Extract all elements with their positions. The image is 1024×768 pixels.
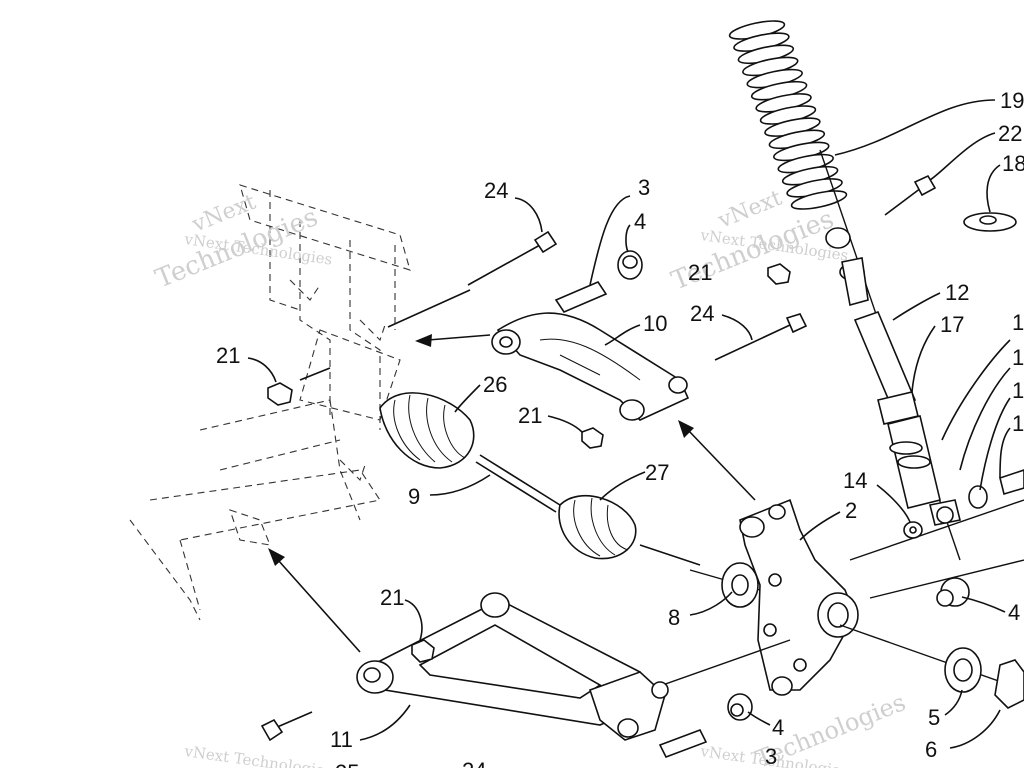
upper-a-arm [491, 312, 690, 421]
hub-nut [994, 659, 1024, 709]
wheel-bearing [944, 647, 982, 693]
callout-2: 2 [845, 498, 857, 523]
callout-21-lower: 21 [380, 585, 404, 610]
callout-22: 22 [998, 121, 1022, 146]
upper-arm-sleeve [554, 281, 608, 313]
lower-arm-bolt [260, 711, 313, 742]
callout-1-b: 1 [1012, 345, 1024, 370]
lower-a-arm [356, 592, 669, 741]
lower-arm-bushing [727, 693, 753, 721]
lower-arm-sleeve [658, 728, 708, 759]
upper-arm-bushing [617, 250, 643, 280]
upper-arm-rear-bolt [714, 313, 808, 361]
spring-retainer-plate [963, 212, 1017, 232]
callout-17: 17 [940, 312, 964, 337]
callout-21-frame: 21 [216, 343, 240, 368]
callout-3-upper: 3 [638, 175, 650, 200]
callout-21-upper: 21 [688, 260, 712, 285]
callout-5: 5 [928, 705, 940, 730]
coil-spring [728, 20, 848, 210]
callout-1-c: 1 [1012, 378, 1024, 403]
upper-shock-nut [767, 263, 791, 285]
callout-8: 8 [668, 605, 680, 630]
callout-10: 10 [643, 311, 667, 336]
shock-bushing-right [968, 469, 1024, 509]
leader-lines [247, 99, 1011, 749]
callout-24-middle: 24 [690, 301, 714, 326]
callout-27: 27 [645, 460, 669, 485]
spring-coil [790, 190, 848, 210]
callout-18: 18 [1002, 151, 1024, 176]
callout-11: 11 [330, 727, 353, 752]
callout-1-d: 1 [1012, 411, 1024, 436]
callout-19: 19 [1000, 88, 1024, 113]
upper-arm-bolt [467, 230, 558, 286]
callout-14: 14 [843, 468, 867, 493]
callout-26: 26 [483, 372, 507, 397]
callout-9: 9 [408, 484, 420, 509]
assembly-arrows [268, 289, 756, 653]
shock-absorber [819, 149, 961, 561]
bearing-carrier [739, 498, 859, 696]
callout-4-right: 4 [1008, 600, 1020, 625]
oil-seal [721, 562, 759, 608]
callout-24-upper: 24 [484, 178, 508, 203]
callout-12: 12 [945, 280, 969, 305]
arm-nut-middle [581, 427, 604, 449]
lower-arm-nut [411, 639, 435, 663]
callout-24-lower: 24 [462, 758, 486, 768]
callout-labels: 19 22 18 12 17 1 1 1 1 24 3 4 21 10 24 2… [216, 88, 1024, 768]
callout-6: 6 [925, 737, 937, 762]
shock-washer [903, 521, 923, 539]
drive-axle [379, 392, 701, 566]
callout-3-lower: 3 [765, 744, 777, 768]
callout-4-upper: 4 [634, 209, 646, 234]
callout-21-middle: 21 [518, 403, 542, 428]
hub-bushing [936, 577, 970, 607]
upper-shock-bolt [884, 174, 937, 216]
watermark-text: vNext Technologies [182, 742, 333, 768]
callout-25: 25 [335, 760, 359, 768]
callout-4-lower: 4 [772, 715, 784, 740]
callout-1-a: 1 [1012, 310, 1024, 335]
frame-nut-upper [267, 382, 293, 406]
